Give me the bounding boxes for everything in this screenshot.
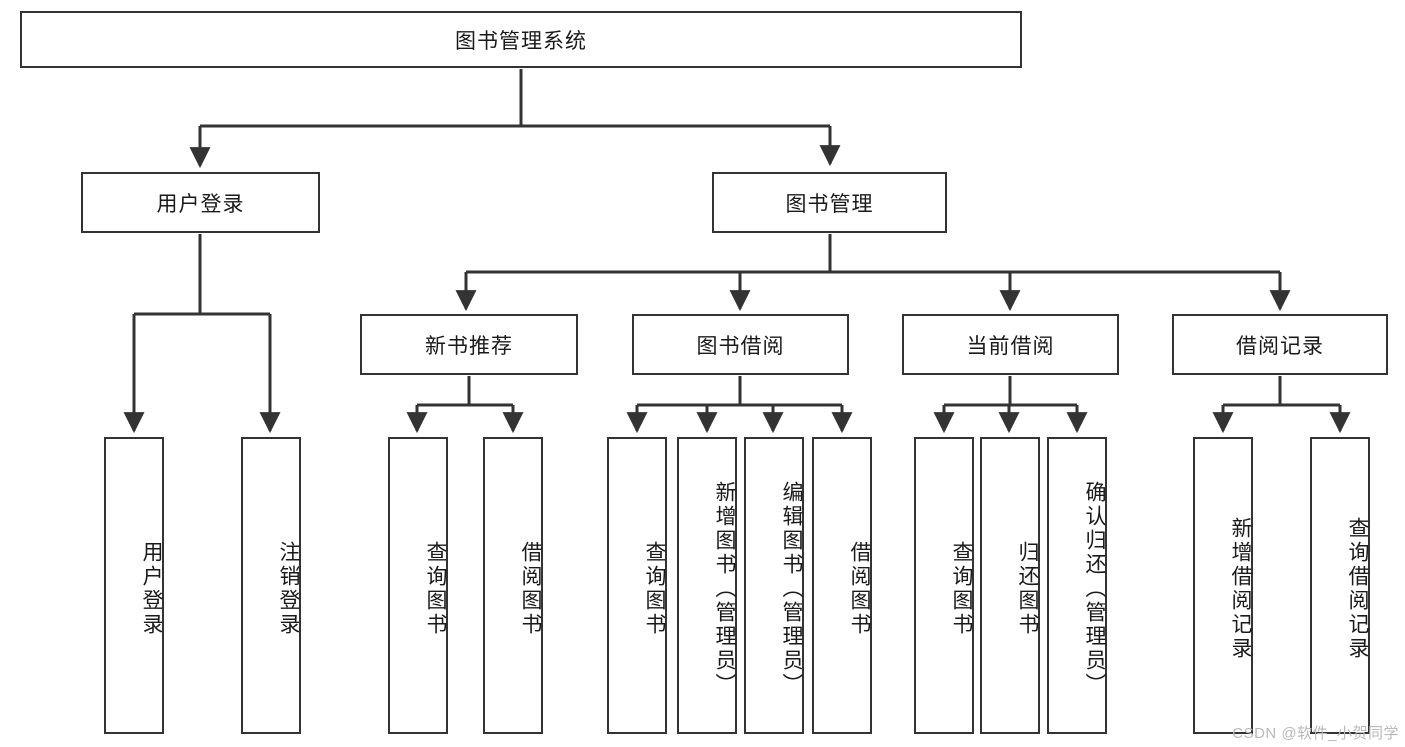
- node-label: 借阅记录: [1236, 334, 1324, 358]
- node-label: 用户登录: [140, 540, 163, 637]
- node-root-book-management-system[interactable]: 图书管理系统: [20, 11, 1022, 68]
- csdn-watermark: CSDN @软件_小贺同学: [1232, 725, 1399, 742]
- leaf-query-book-borrow[interactable]: 查询图书: [607, 437, 667, 734]
- node-label: 编辑图书（管理员）: [780, 480, 803, 697]
- node-book-borrowing[interactable]: 图书借阅: [632, 314, 849, 375]
- node-label: 图书管理系统: [455, 29, 587, 53]
- node-label: 借阅图书: [519, 540, 542, 637]
- leaf-edit-book-admin[interactable]: 编辑图书（管理员）: [744, 437, 804, 734]
- node-book-management[interactable]: 图书管理: [712, 172, 947, 233]
- node-user-login[interactable]: 用户登录: [81, 172, 320, 233]
- leaf-return-book[interactable]: 归还图书: [980, 437, 1040, 734]
- node-label: 查询图书: [424, 540, 447, 637]
- leaf-logout[interactable]: 注销登录: [241, 437, 301, 734]
- node-label: 图书管理: [785, 192, 874, 216]
- node-label: 新增图书（管理员）: [713, 480, 736, 697]
- node-new-book-recommendation[interactable]: 新书推荐: [360, 314, 578, 375]
- node-label: 用户登录: [156, 192, 245, 216]
- node-label: 图书借阅: [696, 334, 785, 358]
- node-label: 查询图书: [950, 540, 973, 637]
- leaf-add-borrow-record[interactable]: 新增借阅记录: [1193, 437, 1253, 734]
- node-label: 查询借阅记录: [1346, 516, 1369, 661]
- node-label: 当前借阅: [966, 334, 1055, 358]
- node-label: 查询图书: [643, 540, 666, 637]
- node-label: 注销登录: [277, 540, 300, 637]
- leaf-user-login[interactable]: 用户登录: [104, 437, 164, 734]
- node-label: 新增借阅记录: [1229, 516, 1252, 661]
- node-label: 新书推荐: [425, 334, 513, 358]
- leaf-query-book-new[interactable]: 查询图书: [388, 437, 448, 734]
- node-label: 借阅图书: [848, 540, 871, 637]
- node-borrow-records[interactable]: 借阅记录: [1172, 314, 1388, 375]
- leaf-query-book-current[interactable]: 查询图书: [914, 437, 974, 734]
- leaf-query-borrow-record[interactable]: 查询借阅记录: [1310, 437, 1370, 734]
- leaf-confirm-return-admin[interactable]: 确认归还（管理员）: [1047, 437, 1107, 734]
- node-current-borrowing[interactable]: 当前借阅: [902, 314, 1119, 375]
- leaf-borrow-book-new[interactable]: 借阅图书: [483, 437, 543, 734]
- leaf-borrow-book[interactable]: 借阅图书: [812, 437, 872, 734]
- leaf-add-book-admin[interactable]: 新增图书（管理员）: [677, 437, 737, 734]
- node-label: 确认归还（管理员）: [1083, 480, 1106, 697]
- node-label: 归还图书: [1016, 540, 1039, 637]
